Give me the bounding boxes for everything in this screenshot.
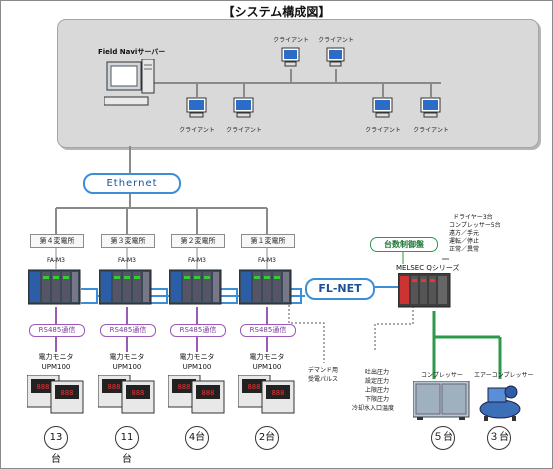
monitor-model: UPM100 — [252, 363, 282, 371]
power-monitor-icon: 888 888 — [98, 375, 155, 414]
svg-text:888: 888 — [37, 383, 50, 391]
controller-note: 遠方／手元 — [449, 230, 480, 237]
client-pc-icon — [420, 97, 441, 118]
plc-label: FA-M3 — [46, 257, 66, 264]
monitor-count: 2台 — [255, 426, 279, 450]
rs485-label: RS485通信 — [100, 324, 156, 337]
client-label: クライアント — [413, 127, 449, 134]
svg-text:888: 888 — [61, 389, 74, 397]
client-pc-icon — [372, 97, 393, 118]
monitor-label: 電力モニタ — [38, 353, 74, 361]
monitor-model: UPM100 — [41, 363, 71, 371]
monitor-model: UPM100 — [182, 363, 212, 371]
monitor-count: 11台 — [115, 426, 139, 465]
compressor-label: エアーコンプレッサー — [474, 372, 534, 379]
signal-label: 上限圧力 — [365, 387, 390, 394]
plc-label: FA-M3 — [187, 257, 207, 264]
demand-label: デマンド用 — [308, 367, 339, 374]
monitor-label: 電力モニタ — [179, 353, 215, 361]
fa-m3-plc-icon — [99, 269, 152, 305]
signal-label: 冷却水入口温度 — [352, 405, 395, 412]
client-pc-icon — [281, 47, 300, 67]
flnet-label: FL-NET — [305, 278, 375, 300]
monitor-model: UPM100 — [112, 363, 142, 371]
controller-plc-label: MELSEC Qシリーズ — [396, 264, 460, 272]
substation-3-box: 第３変電所 — [101, 234, 155, 248]
svg-text:888: 888 — [108, 383, 121, 391]
power-monitor-icon: 888 888 — [27, 375, 84, 414]
air-compressor-icon — [479, 385, 521, 421]
plc-label: FA-M3 — [257, 257, 277, 264]
power-monitor-icon: 888 888 — [238, 375, 295, 414]
monitor-label: 電力モニタ — [109, 353, 145, 361]
svg-text:888: 888 — [272, 389, 285, 397]
client-pc-icon — [233, 97, 254, 118]
controller-label: 台数制御盤 — [370, 237, 438, 252]
demand-label: 受電パルス — [308, 376, 339, 383]
svg-text:888: 888 — [132, 389, 145, 397]
monitor-count: 13台 — [44, 426, 68, 465]
controller-note: 正常／異常 — [449, 246, 480, 253]
substation-4-box: 第４変電所 — [30, 234, 84, 248]
compressor-label: コンプレッサー — [421, 372, 463, 379]
svg-text:888: 888 — [202, 389, 215, 397]
signal-label: 吐出圧力 — [365, 369, 390, 376]
monitor-count: 4台 — [185, 426, 209, 450]
controller-note: ドライヤー3台 — [453, 214, 493, 221]
signal-label: 設定圧力 — [365, 378, 390, 385]
air-compressor-count: ３台 — [487, 426, 511, 450]
client-label: クライアント — [365, 127, 401, 134]
diagram-title: 【システム構成図】 — [222, 5, 331, 19]
monitor-label: 電力モニタ — [249, 353, 285, 361]
svg-text:888: 888 — [178, 383, 191, 391]
client-pc-icon — [186, 97, 207, 118]
server-label: Field Naviサーバー — [98, 48, 166, 56]
ethernet-label: Ethernet — [83, 173, 181, 194]
controller-note: 運転／停止 — [449, 238, 480, 245]
substation-2-box: 第２変電所 — [171, 234, 225, 248]
compressor-icon — [413, 381, 470, 420]
client-label: クライアント — [226, 127, 262, 134]
client-pc-icon — [326, 47, 345, 67]
client-label: クライアント — [179, 127, 215, 134]
signal-label: 下限圧力 — [365, 396, 390, 403]
client-label: クライアント — [273, 37, 309, 44]
melsec-plc-icon — [398, 273, 451, 308]
rs485-label: RS485通信 — [170, 324, 226, 337]
svg-text:888: 888 — [248, 383, 261, 391]
controller-note: コンプレッサー5台 — [449, 222, 501, 229]
rs485-label: RS485通信 — [29, 324, 85, 337]
fa-m3-plc-icon — [28, 269, 81, 305]
rs485-label: RS485通信 — [240, 324, 296, 337]
fa-m3-plc-icon — [169, 269, 222, 305]
client-label: クライアント — [318, 37, 354, 44]
plc-label: FA-M3 — [117, 257, 137, 264]
server-pc-icon — [104, 59, 155, 106]
fa-m3-plc-icon — [239, 269, 292, 305]
compressor-count: ５台 — [431, 426, 455, 450]
substation-1-box: 第１変電所 — [241, 234, 295, 248]
power-monitor-icon: 888 888 — [168, 375, 225, 414]
